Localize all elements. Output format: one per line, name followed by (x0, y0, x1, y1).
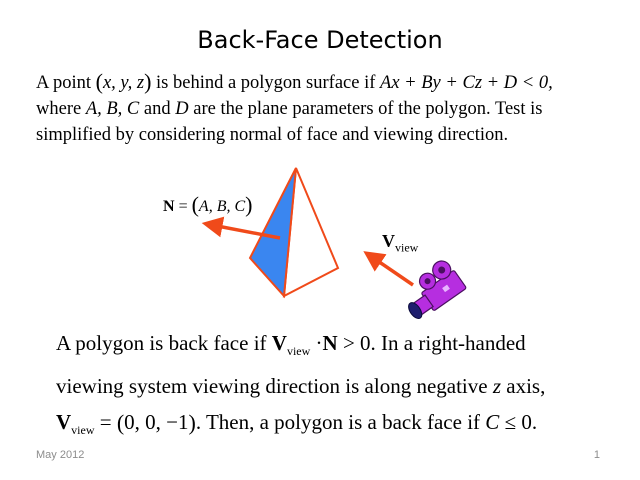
intro-text: and (143, 99, 171, 119)
conclusion-text: . Then, a polygon is a back face if (195, 410, 481, 435)
view-subscript: view (71, 423, 95, 438)
footer-date: May 2012 (36, 449, 85, 461)
conclusion-line-2: viewing system viewing direction is alon… (56, 369, 616, 404)
intro-line-3: simplified by considering normal of face… (36, 125, 509, 145)
z-axis-symbol: z (492, 374, 502, 399)
paren-open: ( (191, 192, 199, 217)
equals-sign: = (174, 198, 192, 215)
view-symbol: V (382, 231, 395, 251)
conclusion-text: axis, (506, 374, 546, 399)
normal-symbol: N (322, 331, 338, 355)
plane-inequality: Ax + By + Cz + D < 0, (380, 73, 553, 93)
plane-params: A, B, C (85, 99, 140, 119)
view-arrow (363, 251, 414, 287)
paren-close: ) (188, 410, 196, 436)
back-face-condition: ≤ 0. (504, 410, 538, 435)
intro-text: A point (36, 73, 91, 93)
intro-text: where (36, 99, 82, 119)
view-vector-label: Vview (382, 231, 418, 256)
conclusion-line-1: A polygon is back face if Vview ·N > 0. … (56, 326, 616, 369)
dot-operator: · (310, 331, 323, 355)
normal-arrow (201, 216, 281, 240)
intro-text: is behind a polygon surface if (156, 73, 376, 93)
view-subscript: view (286, 344, 311, 359)
paren-open: ( (95, 69, 103, 94)
conclusion-text: viewing system viewing direction is alon… (56, 374, 488, 399)
intro-text: are the plane parameters of the polygon.… (193, 99, 543, 119)
normal-vector-label: N = (A, B, C) (163, 191, 252, 217)
plane-param-c: C (485, 410, 500, 435)
intro-paragraph: A point (x, y, z) is behind a polygon su… (36, 68, 616, 148)
normal-symbol: N (163, 198, 175, 215)
pyramid-front-face (248, 167, 297, 299)
view-vector-components: 0, 0, −1 (124, 410, 189, 435)
paren-close: ) (245, 192, 253, 217)
paren-open: ( (116, 410, 125, 436)
conclusion-line-3: Vview = (0, 0, −1). Then, a polygon is a… (56, 404, 616, 448)
intro-line-1: A point (x, y, z) is behind a polygon su… (36, 68, 616, 96)
page-number: 1 (593, 449, 600, 461)
intro-line-2: where A, B, C and D are the plane parame… (36, 96, 616, 122)
view-symbol: V (271, 331, 287, 355)
conclusion-text: > 0. In a right-handed (342, 331, 526, 355)
equals-sign: = (94, 410, 117, 435)
view-symbol: V (56, 410, 72, 435)
plane-param-d: D (175, 99, 189, 119)
conclusion-text: A polygon is back face if (56, 331, 267, 355)
normal-components: A, B, C (198, 198, 246, 215)
video-camera-icon (408, 260, 467, 320)
point-coords: x, y, z (102, 73, 145, 93)
paren-close: ) (144, 69, 152, 94)
pyramid-shape (248, 167, 340, 299)
view-subscript: view (395, 240, 419, 255)
conclusion-paragraph: A polygon is back face if Vview ·N > 0. … (56, 326, 616, 448)
slide-title: Back-Face Detection (197, 26, 443, 54)
